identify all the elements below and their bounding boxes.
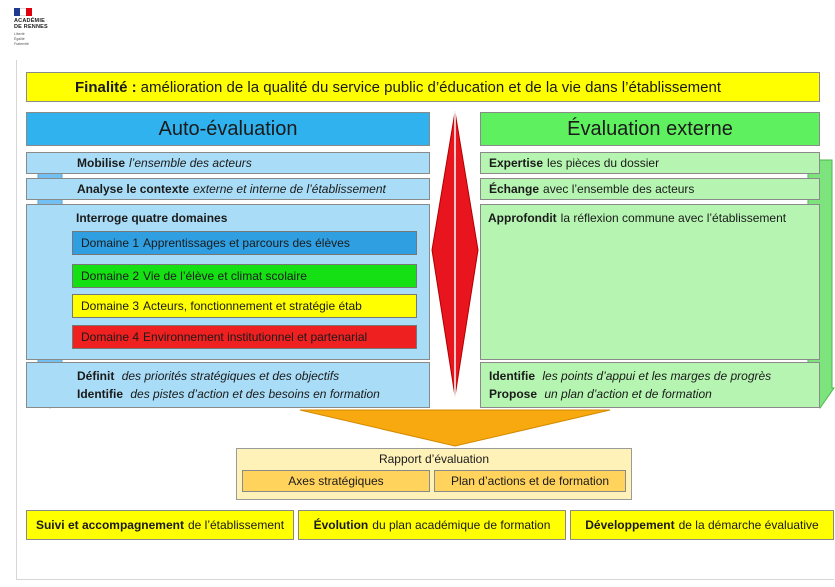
logo-sub2: Égalité xyxy=(14,37,25,41)
bottom-2-bold: Évolution xyxy=(313,518,369,532)
finalite-text: amélioration de la qualité du service pu… xyxy=(140,78,722,96)
externe-row-identifie: Identifie les points d’appui et les marg… xyxy=(480,362,820,408)
diagram-frame xyxy=(16,60,834,580)
auto-row-definit: Définit des priorités stratégiques et de… xyxy=(26,362,430,408)
logo-sub1: Liberté xyxy=(14,32,25,36)
auto-row2-bold: Analyse le contexte xyxy=(77,182,190,196)
bottom-3-bold: Développement xyxy=(585,518,675,532)
externe-big-bold: Approfondit xyxy=(488,211,557,225)
logo-line1: ACADÉMIE xyxy=(14,18,45,24)
externe-row2-text: avec l’ensemble des acteurs xyxy=(543,182,695,196)
externe-row3a-bold: Identifie xyxy=(489,369,536,383)
plan-actions-formation: Plan d’actions et de formation xyxy=(434,470,626,492)
auto-domains-title: Interroge quatre domaines xyxy=(76,211,228,225)
domain-4-text: Environnement institutionnel et partenar… xyxy=(143,330,368,344)
auto-row3a-bold: Définit xyxy=(77,369,115,383)
externe-big-text: la réflexion commune avec l’établissemen… xyxy=(560,211,787,225)
logo-line2: DE RENNES xyxy=(14,24,48,30)
bottom-1-text: de l’établissement xyxy=(187,518,285,532)
externe-row3b-bold: Propose xyxy=(489,387,538,401)
externe-approfondit-box xyxy=(480,204,820,360)
auto-row2-text: externe et interne de l’établissement xyxy=(193,182,386,196)
domain-4-label: Domaine 4 xyxy=(81,330,140,344)
axes-strategiques: Axes stratégiques xyxy=(242,470,430,492)
domain-3-text: Acteurs, fonctionnement et stratégie éta… xyxy=(143,299,362,313)
finalite-banner: Finalité : amélioration de la qualité du… xyxy=(26,72,820,102)
domain-1-label: Domaine 1 xyxy=(81,236,140,250)
evaluation-externe-header: Évaluation externe xyxy=(480,112,820,146)
externe-row1-text: les pièces du dossier xyxy=(547,156,660,170)
auto-row3a-text: des priorités stratégiques et des object… xyxy=(121,369,340,383)
externe-row1-bold: Expertise xyxy=(489,156,544,170)
auto-row1-bold: Mobilise xyxy=(77,156,126,170)
bottom-1-bold: Suivi et accompagnement xyxy=(35,518,184,532)
logo-sub3: Fraternité xyxy=(14,42,29,46)
externe-row3b-text: un plan d’action et de formation xyxy=(544,387,712,401)
auto-evaluation-header: Auto-évaluation xyxy=(26,112,430,146)
domain-2-label: Domaine 2 xyxy=(81,269,140,283)
domain-2-text: Vie de l’élève et climat scolaire xyxy=(143,269,307,283)
externe-row2-bold: Échange xyxy=(489,182,540,196)
domain-3-label: Domaine 3 xyxy=(81,299,140,313)
auto-row3b-text: des pistes d’action et des besoins en fo… xyxy=(130,387,380,401)
domain-1-text: Apprentissages et parcours des élèves xyxy=(143,236,350,250)
academie-logo: ACADÉMIE DE RENNES Liberté Égalité Frate… xyxy=(14,8,74,54)
bottom-2-text: du plan académique de formation xyxy=(372,518,551,532)
finalite-label: Finalité : xyxy=(75,78,137,96)
externe-row3a-text: les points d’appui et les marges de prog… xyxy=(542,369,772,383)
bottom-3-text: de la démarche évaluative xyxy=(678,518,819,532)
rapport-title: Rapport d’évaluation xyxy=(378,452,490,466)
auto-row1-text: l’ensemble des acteurs xyxy=(129,156,252,170)
auto-row3b-bold: Identifie xyxy=(77,387,124,401)
french-flag-icon xyxy=(14,8,32,16)
